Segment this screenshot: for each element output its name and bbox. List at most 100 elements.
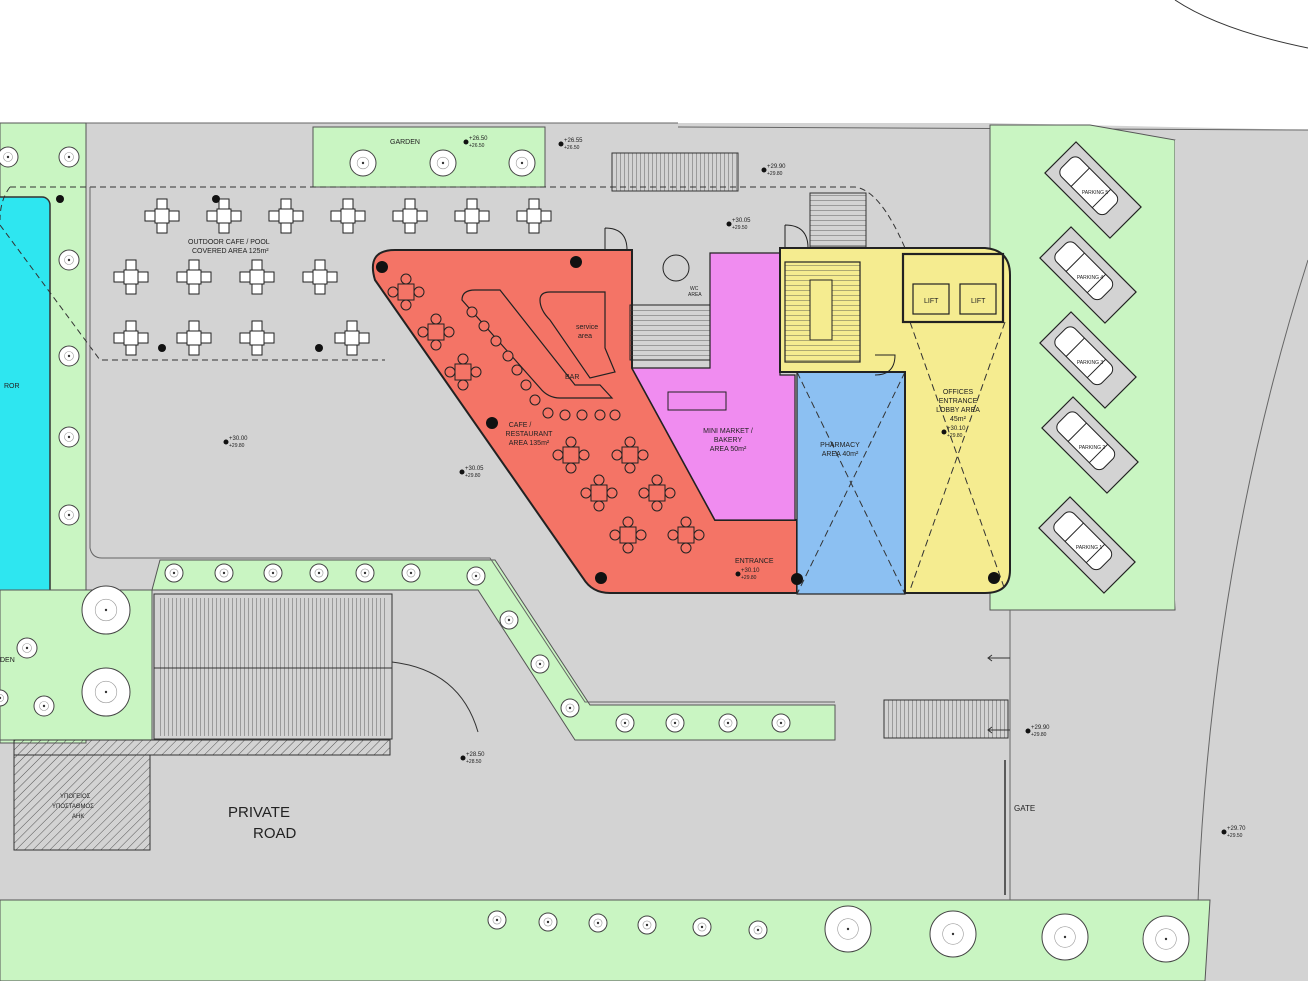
outdoor-table [144,198,180,234]
lower-garden-label: DEN [0,657,15,664]
tree [309,563,329,583]
wc-label-2: AREA [688,292,702,298]
level-mark: +29.90+29.80 [761,164,786,177]
tree [0,146,19,168]
bar-stool [466,306,478,318]
tree [508,149,536,177]
cafe-label-2: RESTAURANT [506,431,554,438]
bar-stool [542,407,554,419]
pool-label: ROR [4,383,20,390]
offices-label-2: ENTRANCE [939,398,978,405]
right-road-edge [1195,259,1308,981]
bar-label: BAR [565,374,579,381]
level-marks: +26.50+26.50+26.55+26.50+29.90+29.80+30.… [223,136,1246,839]
bar-stool [490,335,502,347]
parking-label: PARKING 5 [1082,190,1109,196]
outdoor-table [268,198,304,234]
cafe-label-1: CAFE / [509,422,532,429]
bar-stool [511,364,523,376]
level-mark: +30.10+29.80 [735,568,760,581]
tree [401,563,421,583]
cafe-table [387,273,425,311]
svg-text:+29.50: +29.50 [732,225,748,231]
bar-stools [466,306,621,421]
bar-stool [609,409,621,421]
pharmacy-label-2: AREA 40m² [822,451,859,458]
lift-shaft: LIFT LIFT [901,252,1005,324]
level-mark: +28.50+28.50 [460,752,485,765]
svg-text:+29.80: +29.80 [947,433,963,439]
tree [588,913,608,933]
offices-label-3: LOBBY AREA [936,407,980,414]
cafe-table [552,436,590,474]
outdoor-table [454,198,490,234]
pharmacy-label-1: PHARMACY [820,442,860,449]
stairs-top [611,152,739,192]
bar-stool [529,394,541,406]
svg-text:+29.80: +29.80 [465,473,481,479]
gate: GATE [987,610,1035,900]
private-road-label-1: PRIVATE [228,804,290,821]
trees [0,146,1190,963]
tree [538,912,558,932]
canopy-outline [0,186,906,361]
outdoor-table [334,320,370,356]
right-road [1175,140,1308,981]
bar-counter [461,289,614,399]
level-mark: +30.10+29.80 [941,426,966,439]
outdoor-label-1: OUTDOOR CAFE / POOL [188,239,270,246]
tree [429,149,457,177]
outdoor-table [302,259,338,295]
column-dot [315,344,323,352]
parking-space [1044,141,1142,239]
outdoor-table [239,320,275,356]
minimarket-label-3: AREA 50m² [710,446,747,453]
entrance-label: ENTRANCE [735,558,774,565]
column [988,572,1000,584]
bar-stool [559,409,571,421]
gate-label: GATE [1014,804,1035,813]
svg-text:+29.80: +29.80 [767,171,783,177]
parking-label: PARKING 2 [1079,445,1106,451]
tree [58,504,80,526]
tree [615,713,635,733]
column [376,261,388,273]
site-boundary-curve [1174,0,1308,49]
pool: ROR [0,196,51,618]
outdoor-table [176,259,212,295]
column [570,256,582,268]
tree [33,695,55,717]
svg-text:+29.80: +29.80 [229,443,245,449]
tree [1142,915,1190,963]
wc-label-1: WC [690,286,699,292]
tree [81,667,131,717]
cafe-table [638,474,676,512]
outdoor-table [392,198,428,234]
wc-icon [662,254,690,282]
tree [692,917,712,937]
tree [530,654,550,674]
private-road-label-2: ROAD [253,825,297,842]
level-mark: +30.05+29.50 [726,218,751,231]
tree [929,910,977,958]
offices-label-4: 45m² [950,416,967,423]
cafe-table [609,516,647,554]
offices-label-1: OFFICES [943,389,974,396]
tree [665,713,685,733]
tree [771,713,791,733]
minimarket-label-1: MINI MARKET / [703,428,753,435]
level-mark: +29.70+29.50 [1221,826,1246,839]
bar-stool [502,350,514,362]
tree [214,563,234,583]
column [791,573,803,585]
column-dot [56,195,64,203]
level-mark: +30.00+29.80 [223,436,248,449]
tree [16,637,38,659]
minimarket-label-2: BAKERY [714,437,743,444]
cafe-table [580,474,618,512]
cafe-table [611,436,649,474]
level-mark: +26.55+26.50 [558,138,583,151]
level-mark: +30.05+29.80 [459,466,484,479]
